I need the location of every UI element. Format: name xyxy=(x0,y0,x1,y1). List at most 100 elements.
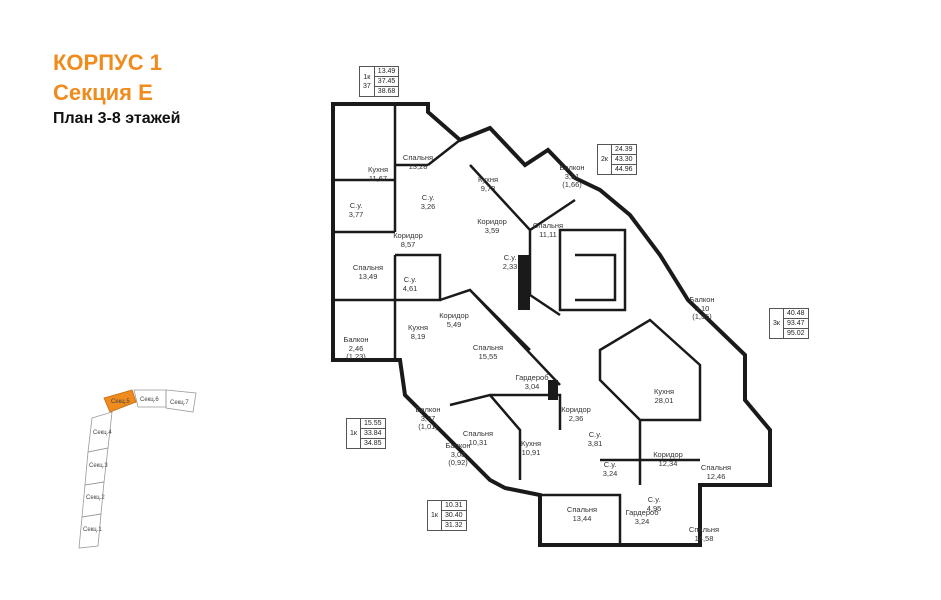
room-name: Спальня xyxy=(463,429,493,438)
room-area: 2,33 xyxy=(503,262,518,271)
room-area: 3,37 xyxy=(421,414,436,423)
room-label[interactable]: С.у.3,77 xyxy=(349,201,364,219)
apt-type: 2к xyxy=(601,156,608,163)
room-name: С.у. xyxy=(604,460,617,469)
room-name: С.у. xyxy=(504,253,517,262)
room-area: 10,91 xyxy=(522,448,541,457)
living-area: 15.55 xyxy=(360,419,385,429)
room-name: Коридор xyxy=(439,311,469,320)
room-name: Спальня xyxy=(403,153,433,162)
room-area-reduced: (0,92) xyxy=(448,458,468,467)
inner-wall-mid xyxy=(449,393,562,480)
room-name: Кухня xyxy=(654,387,674,396)
room-name: Спальня xyxy=(353,263,383,272)
apt-type: 1к xyxy=(431,512,438,519)
room-label[interactable]: С.у.4,61 xyxy=(403,275,418,293)
total-area: 93.47 xyxy=(783,319,808,329)
inner-wall-left-2 xyxy=(333,253,442,360)
room-area-reduced: (1,01) xyxy=(418,422,438,431)
room-area: 15,55 xyxy=(479,352,498,361)
room-area: 2,46 xyxy=(349,344,364,353)
room-name: С.у. xyxy=(404,275,417,284)
room-area: 10,31 xyxy=(469,438,488,447)
room-label[interactable]: С.у.3,24 xyxy=(603,460,618,478)
section-title: Секция Е xyxy=(53,80,153,105)
room-name: Кухня xyxy=(478,175,498,184)
inner-wall-corridor xyxy=(439,288,561,386)
total-area: 37.45 xyxy=(374,77,399,87)
room-name: Кухня xyxy=(368,165,388,174)
room-name: С.у. xyxy=(350,201,363,210)
room-area: 4,95 xyxy=(647,504,662,513)
room-label[interactable]: С.у.3,26 xyxy=(421,193,436,211)
total-area: 30.40 xyxy=(441,511,466,521)
stair-core xyxy=(558,228,627,312)
structural-column xyxy=(518,255,530,310)
room-area: 3,59 xyxy=(485,226,500,235)
room-area: 14,58 xyxy=(695,534,714,543)
room-area: 12,46 xyxy=(707,472,726,481)
room-area: 3,04 xyxy=(525,382,540,391)
room-name: С.у. xyxy=(422,193,435,202)
room-name: Кухня xyxy=(521,439,541,448)
room-area: 3,77 xyxy=(349,210,364,219)
room-area: 13,28 xyxy=(409,162,428,171)
total-area-balcony: 31.32 xyxy=(444,522,463,529)
room-name: Коридор xyxy=(477,217,507,226)
room-name: С.у. xyxy=(589,430,602,439)
room-name: Спальня xyxy=(533,221,563,230)
room-name: Кухня xyxy=(408,323,428,332)
room-name: Балкон xyxy=(445,441,470,450)
building-title: КОРПУС 1 xyxy=(53,50,162,75)
room-area: 11,67 xyxy=(369,174,387,183)
room-area: 28,01 xyxy=(655,396,674,405)
room-label[interactable]: С.у.3,81 xyxy=(588,430,603,448)
apt-type: 1к xyxy=(363,73,371,81)
room-name: С.у. xyxy=(648,495,661,504)
room-area: 2,36 xyxy=(569,414,584,423)
room-name: Коридор xyxy=(393,231,423,240)
room-name: Спальня xyxy=(473,343,503,352)
room-area-reduced: (1,55) xyxy=(692,312,712,321)
room-label[interactable]: С.у.4,95 xyxy=(647,495,662,513)
room-area-reduced: (1,66) xyxy=(562,180,582,189)
room-name: Коридор xyxy=(561,405,591,414)
room-label[interactable]: С.у.2,33 xyxy=(503,253,518,271)
room-area: 11,11 xyxy=(539,230,557,239)
room-name: Балкон xyxy=(559,163,584,172)
total-area: 33.84 xyxy=(360,429,385,439)
outer-wall xyxy=(331,102,772,547)
room-area: 3,26 xyxy=(421,202,436,211)
room-area: 13,44 xyxy=(573,514,592,523)
